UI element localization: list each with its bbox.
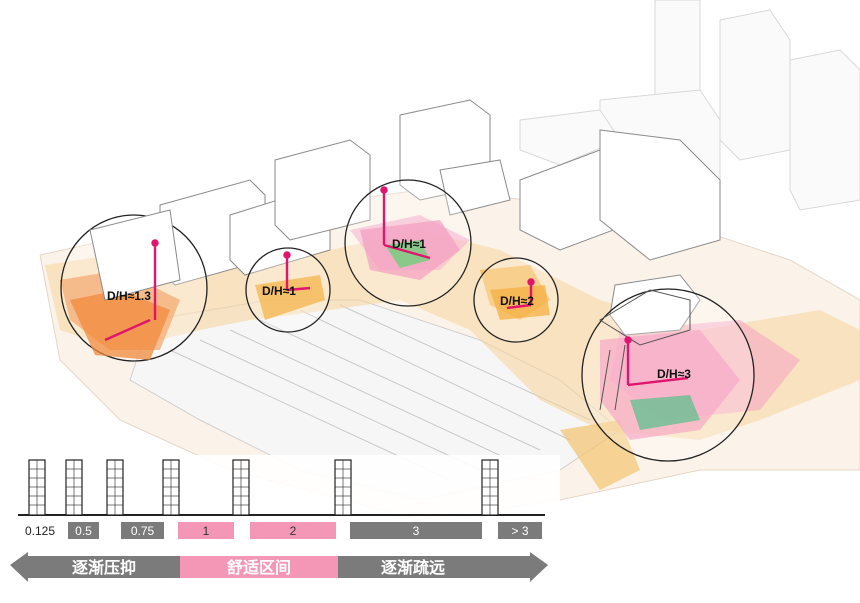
dh-measure-lines [104, 186, 689, 387]
main-buildings [159, 99, 721, 336]
dh-label-1: D/H≈1.3 [107, 289, 151, 303]
dh-label-2: D/H≈1 [262, 284, 296, 298]
scale-tick-0-125: 0.125 [18, 522, 62, 539]
scale-tick-0-5: 0.5 [68, 522, 99, 539]
scale-tick-gt-3: > 3 [498, 522, 542, 539]
dh-label-5: D/H≈3 [657, 367, 691, 381]
scale-tick-1: 1 [178, 522, 234, 539]
scale-tick-2: 2 [250, 522, 336, 539]
scale-tick-0-75: 0.75 [121, 522, 164, 539]
range-arrow-right [338, 552, 548, 582]
range-label-compressed: 逐渐压抑 [71, 558, 136, 577]
dh-label-4: D/H≈2 [500, 294, 534, 308]
range-label-distant: 逐渐疏远 [380, 558, 445, 577]
range-label-comfortable: 舒适区间 [226, 558, 291, 577]
dh-label-3: D/H≈1 [392, 237, 426, 251]
scale-tick-3: 3 [350, 522, 482, 539]
range-arrow-left [10, 552, 180, 582]
range-arrow-middle [180, 556, 338, 578]
